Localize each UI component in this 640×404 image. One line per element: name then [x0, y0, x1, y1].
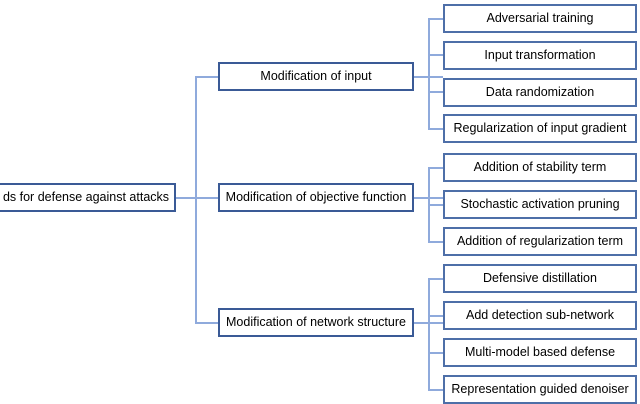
node-leaf-adversarial-training[interactable]: Adversarial training [443, 4, 637, 33]
node-leaf-label: Regularization of input gradient [453, 121, 627, 136]
node-leaf-input-transformation[interactable]: Input transformation [443, 41, 637, 70]
connector-leaf-3-4 [428, 389, 444, 391]
connector-leaf-1-1 [428, 18, 444, 20]
node-leaf-regularization-of-input-gradient[interactable]: Regularization of input gradient [443, 114, 637, 143]
node-branch-label: Modification of network structure [226, 315, 406, 330]
node-leaf-label: Data randomization [485, 85, 595, 100]
connector-leaf-2-1 [428, 167, 444, 169]
node-leaf-addition-of-regularization-term[interactable]: Addition of regularization term [443, 227, 637, 256]
connector-main-trunk [195, 76, 197, 323]
node-branch-modification-of-network-structure[interactable]: Modification of network structure [218, 308, 414, 337]
connector-leaf-2-2 [428, 204, 444, 206]
connector-leaf-1-4 [428, 128, 444, 130]
node-branch-modification-of-input[interactable]: Modification of input [218, 62, 414, 91]
node-root[interactable]: ds for defense against attacks [0, 183, 176, 212]
connector-leaf-3-1 [428, 278, 444, 280]
connector-root-stub [175, 197, 196, 199]
node-leaf-label: Defensive distillation [483, 271, 597, 286]
node-leaf-defensive-distillation[interactable]: Defensive distillation [443, 264, 637, 293]
node-branch-label: Modification of input [260, 69, 372, 84]
connector-leaf-1-3 [428, 91, 444, 93]
node-branch-modification-of-objective-function[interactable]: Modification of objective function [218, 183, 414, 212]
node-leaf-stochastic-activation-pruning[interactable]: Stochastic activation pruning [443, 190, 637, 219]
node-leaf-add-detection-sub-network[interactable]: Add detection sub-network [443, 301, 637, 330]
connector-leaf-bus-3 [428, 278, 430, 389]
node-branch-label: Modification of objective function [225, 190, 407, 205]
connector-leaf-3-3 [428, 352, 444, 354]
node-leaf-label: Input transformation [484, 48, 596, 63]
node-leaf-label: Addition of stability term [473, 160, 607, 175]
node-root-label: ds for defense against attacks [2, 190, 170, 205]
connector-leaf-1-2 [428, 54, 444, 56]
node-leaf-representation-guided-denoiser[interactable]: Representation guided denoiser [443, 375, 637, 404]
node-leaf-addition-of-stability-term[interactable]: Addition of stability term [443, 153, 637, 182]
node-leaf-label: Adversarial training [486, 11, 594, 26]
node-leaf-multi-model-based-defense[interactable]: Multi-model based defense [443, 338, 637, 367]
node-leaf-label: Add detection sub-network [465, 308, 614, 323]
connector-trunk-branch-3 [195, 322, 219, 324]
node-leaf-label: Multi-model based defense [464, 345, 616, 360]
node-leaf-label: Stochastic activation pruning [460, 197, 620, 212]
connector-leaf-bus-1 [428, 18, 430, 130]
node-leaf-data-randomization[interactable]: Data randomization [443, 78, 637, 107]
connector-leaf-3-2 [428, 315, 444, 317]
connector-trunk-branch-1 [195, 76, 219, 78]
node-leaf-label: Addition of regularization term [456, 234, 624, 249]
connector-leaf-2-3 [428, 241, 444, 243]
connector-trunk-branch-2 [195, 197, 219, 199]
node-leaf-label: Representation guided denoiser [451, 382, 629, 397]
